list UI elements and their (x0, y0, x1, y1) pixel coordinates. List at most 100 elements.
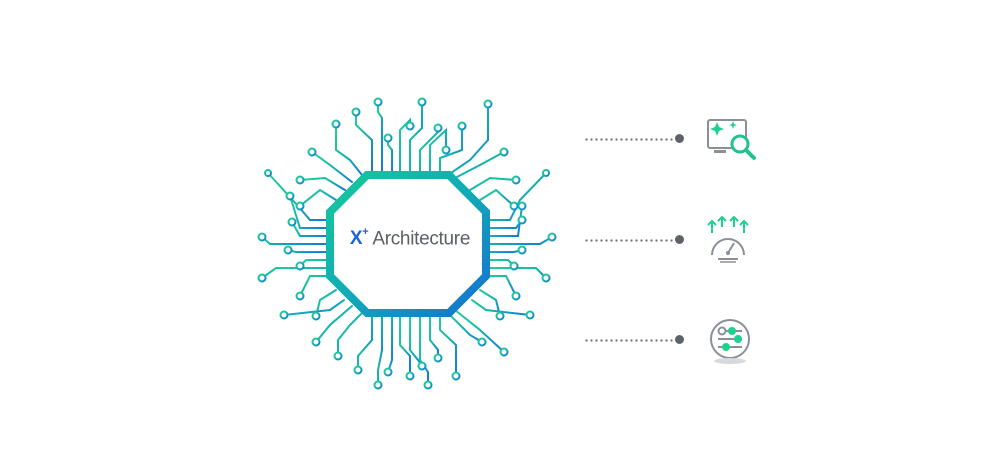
circuit-pad (433, 353, 443, 363)
circuit-trace (299, 275, 331, 297)
circuit-trace (291, 221, 331, 237)
circuit-pad (542, 169, 550, 177)
circuit-pad (417, 361, 427, 371)
circuit-pad (331, 119, 341, 129)
circuit-pads (257, 97, 557, 390)
circuit-pad (511, 175, 521, 185)
circuit-trace (454, 309, 505, 353)
circuit-pad (477, 337, 487, 347)
feature-row-3 (580, 311, 780, 371)
circuit-trace (485, 249, 523, 253)
circuit-trace (439, 125, 463, 176)
circuit-trace (299, 176, 346, 191)
circuit-pad (257, 232, 267, 242)
feature-row-2 (580, 211, 780, 271)
circuit-pad (283, 245, 293, 255)
circuit-pad (423, 380, 433, 390)
circuit-pad (351, 107, 361, 117)
circuit-trace (261, 236, 331, 245)
circuit-pad (383, 367, 393, 377)
circuit-trace (315, 305, 353, 343)
circuit-trace (387, 312, 393, 373)
connector-endpoint (675, 235, 684, 244)
circuit-trace (357, 312, 373, 371)
circuit-pad (307, 147, 317, 157)
circuit-pad (405, 371, 415, 381)
circuit-trace (261, 267, 331, 279)
circuit-pad (511, 291, 521, 301)
circuit-pad (383, 133, 393, 143)
circuit-trace (299, 259, 331, 267)
chip-title-text: Architecture (372, 228, 471, 250)
circuit-trace (377, 101, 383, 176)
circuit-pad (509, 261, 519, 271)
circuit-trace (479, 188, 515, 207)
circuit-trace (447, 103, 489, 176)
circuit-pad (525, 310, 535, 320)
circuit-trace (429, 127, 447, 176)
monitor-magnifier-icon (707, 119, 756, 160)
circuit-pad (311, 311, 321, 321)
circuit-pad (547, 232, 557, 242)
circuit-trace (289, 195, 331, 229)
circuit-trace (439, 312, 457, 377)
circuit-trace (485, 275, 517, 297)
circuit-trace (387, 137, 393, 176)
chip-octagon (326, 171, 490, 317)
circuit-pad (285, 191, 295, 201)
dotted-connector (584, 138, 676, 141)
circuit-trace (335, 123, 363, 176)
circuit-pad (495, 311, 505, 321)
circuit-pad (433, 123, 443, 133)
circuit-pad (373, 97, 383, 107)
circuit-pad (451, 371, 461, 381)
dotted-connector (584, 339, 676, 342)
circuit-trace (454, 151, 505, 179)
circuit-pad (257, 273, 267, 283)
circuit-pad (353, 365, 363, 375)
circuit-pad (287, 217, 297, 227)
feature-row-1 (580, 110, 780, 170)
circuit-trace (485, 236, 553, 245)
circuit-pad (264, 169, 272, 177)
circuit-trace (429, 312, 439, 359)
circuit-pad (499, 147, 509, 157)
circuit-pad (541, 273, 551, 283)
circuit-pad (295, 175, 305, 185)
circuit-trace (355, 111, 373, 176)
connector-endpoint (675, 134, 684, 143)
circuit-pad (517, 245, 527, 255)
circuit-trace (311, 151, 353, 183)
circuit-trace (267, 172, 331, 221)
circuit-pad (295, 201, 305, 211)
circuit-pad (517, 201, 527, 211)
circuit-trace (399, 312, 411, 377)
brand-mark: X+ (349, 226, 369, 250)
circuit-pad (333, 351, 343, 361)
circuit-trace (409, 101, 423, 176)
circuit-trace (469, 176, 517, 191)
circuit-pad (441, 145, 451, 155)
circuit-trace (471, 299, 531, 316)
circuit-pad (295, 261, 305, 271)
circuit-pad (509, 201, 519, 211)
circuit-pad (311, 337, 321, 347)
circuit-pad (483, 99, 493, 109)
circuit-trace (419, 312, 429, 386)
speed-gauge-arrows-icon (707, 215, 749, 263)
circuit-trace (299, 188, 337, 207)
circuit-pad (405, 121, 415, 131)
connector-endpoint (675, 335, 684, 344)
circuit-pad (279, 310, 289, 320)
circuit-pad (417, 97, 427, 107)
circuit-trace (337, 312, 363, 357)
circuit-pad (457, 121, 467, 131)
circuit-trace (377, 312, 383, 386)
circuit-pad (373, 380, 383, 390)
circuit-pad (517, 215, 527, 225)
circuit-trace (283, 299, 345, 316)
circuit-trace (485, 219, 523, 229)
dotted-connector (584, 239, 676, 242)
